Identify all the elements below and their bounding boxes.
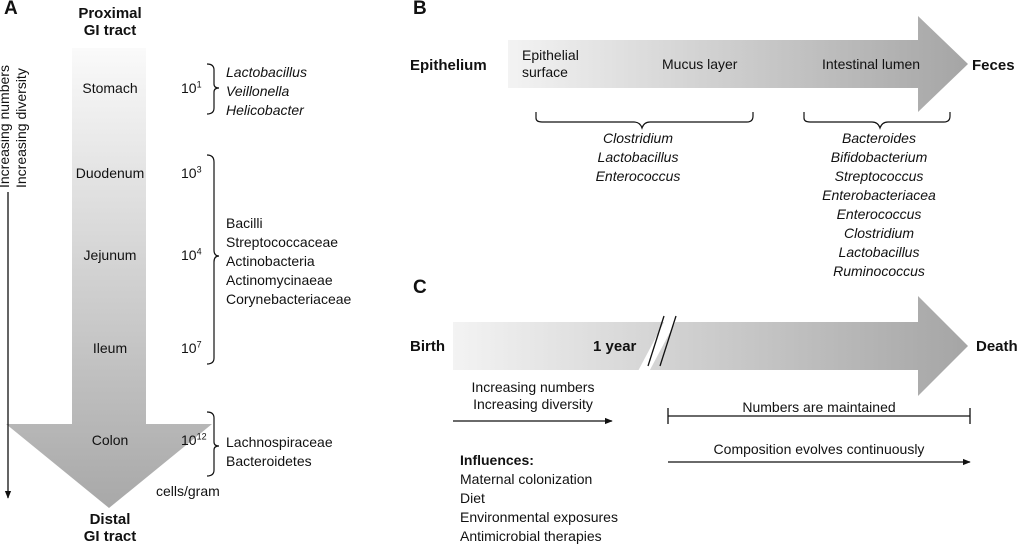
small-intestine-taxa: Bacilli Streptococcaceae Actinobacteria … bbox=[226, 214, 351, 309]
zone-mucus-layer: Mucus layer bbox=[662, 56, 738, 72]
epithelium-label: Epithelium bbox=[410, 57, 487, 74]
list-item: Veillonella bbox=[226, 83, 290, 99]
proximal-label: Proximal GI tract bbox=[78, 5, 142, 39]
list-item: Enterobacteriacea bbox=[822, 187, 936, 203]
list-item: Enterococcus bbox=[836, 206, 922, 222]
count-jejunum: 104 bbox=[181, 246, 202, 263]
list-item: Actinomycinaeae bbox=[226, 272, 333, 288]
list-item: Streptococcus bbox=[834, 168, 924, 184]
stomach-taxa: Lactobacillus Veillonella Helicobacter bbox=[226, 63, 307, 120]
count-duodenum: 103 bbox=[181, 164, 202, 181]
units-label: cells/gram bbox=[156, 483, 220, 499]
distal-label: Distal GI tract bbox=[83, 511, 137, 545]
zone-epithelial-surface: Epithelial surface bbox=[522, 47, 579, 80]
panel-c-label: C bbox=[413, 277, 427, 298]
break-mark bbox=[659, 315, 677, 367]
panel-a-label: A bbox=[4, 0, 18, 19]
mucosal-taxa: Clostridium Lactobacillus Enterococcus bbox=[578, 129, 698, 186]
feces-label: Feces bbox=[972, 57, 1015, 74]
count-colon: 1012 bbox=[181, 431, 207, 448]
list-item: Clostridium bbox=[843, 225, 914, 241]
list-item: Actinobacteria bbox=[226, 253, 315, 269]
colon-taxa: Lachnospiraceae Bacteroidetes bbox=[226, 433, 333, 471]
gut-lumen-arrow bbox=[508, 16, 968, 112]
count-ileum: 107 bbox=[181, 339, 202, 356]
early-trends-label: Increasing numbers Increasing diversity bbox=[471, 379, 595, 412]
count-stomach: 101 bbox=[181, 79, 202, 96]
organ-jejunum: Jejunum bbox=[83, 247, 137, 263]
list-item: Antimicrobial therapies bbox=[460, 528, 602, 544]
list-item: Lactobacillus bbox=[226, 64, 307, 80]
list-item: Streptococcaceae bbox=[226, 234, 339, 250]
list-item: Bifidobacterium bbox=[830, 149, 928, 165]
organ-ileum: Ileum bbox=[92, 340, 128, 356]
zone-intestinal-lumen: Intestinal lumen bbox=[822, 56, 921, 72]
list-item: Clostridium bbox=[602, 130, 673, 146]
list-item: Environmental exposures bbox=[460, 509, 618, 525]
death-label: Death bbox=[976, 338, 1018, 355]
list-item: Bacteroidetes bbox=[226, 453, 312, 469]
luminal-taxa: Bacteroides Bifidobacterium Streptococcu… bbox=[804, 129, 954, 281]
list-item: Diet bbox=[460, 490, 485, 506]
influences-title: Influences: bbox=[460, 452, 534, 468]
organ-duodenum: Duodenum bbox=[75, 165, 145, 181]
maintained-label: Numbers are maintained bbox=[742, 399, 896, 415]
small-intestine-bracket bbox=[206, 154, 220, 365]
mucosal-bracket bbox=[535, 112, 754, 130]
list-item: Helicobacter bbox=[226, 102, 304, 118]
list-item: Bacteroides bbox=[842, 130, 916, 146]
list-item: Enterococcus bbox=[595, 168, 681, 184]
list-item: Lachnospiraceae bbox=[226, 434, 333, 450]
colon-bracket bbox=[206, 411, 220, 477]
list-item: Ruminococcus bbox=[833, 263, 925, 279]
stomach-bracket bbox=[206, 63, 220, 115]
panel-b-label: B bbox=[413, 0, 427, 19]
list-item: Bacilli bbox=[226, 215, 263, 231]
side-trend-label: Increasing numbers Increasing diversity bbox=[0, 65, 29, 188]
organ-colon: Colon bbox=[91, 432, 129, 448]
list-item: Maternal colonization bbox=[460, 471, 593, 487]
luminal-bracket bbox=[803, 112, 951, 130]
list-item: Corynebacteriaceae bbox=[226, 291, 352, 307]
list-item: Lactobacillus bbox=[597, 149, 679, 165]
composition-label: Composition evolves continuously bbox=[713, 441, 925, 457]
organ-stomach: Stomach bbox=[82, 80, 138, 96]
birth-label: Birth bbox=[410, 338, 445, 355]
influences-list: Influences: Maternal colonization Diet E… bbox=[460, 451, 618, 546]
gi-tract-arrow bbox=[6, 48, 212, 508]
lifespan-arrow bbox=[453, 296, 968, 396]
list-item: Lactobacillus bbox=[838, 244, 920, 260]
one-year-label: 1 year bbox=[593, 338, 637, 355]
break-mark bbox=[647, 315, 665, 367]
